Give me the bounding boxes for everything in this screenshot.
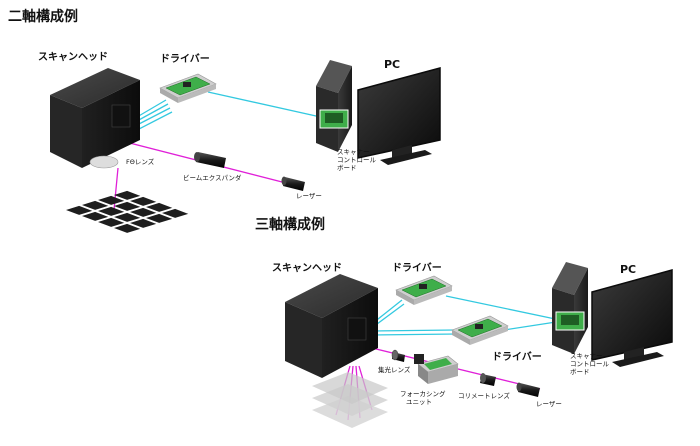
work-grid-tile xyxy=(82,211,109,221)
three-axis-scanner-port-line-3: ボード xyxy=(570,368,590,376)
two-axis-pc-label: PC xyxy=(384,58,400,71)
three-axis-laser-label: レーザー xyxy=(536,400,562,408)
work-grid-tile xyxy=(98,195,125,205)
work-grid-tile xyxy=(114,190,141,200)
work-grid-tile xyxy=(114,201,141,211)
work-grid-tile xyxy=(130,218,157,228)
work-grid-tile xyxy=(162,208,189,218)
two-axis-beam-expander xyxy=(194,152,226,168)
two-axis-scanner-port-line-1: スキャナー xyxy=(337,148,370,156)
three-axis-signal-lines xyxy=(372,295,561,336)
two-axis-pc xyxy=(316,60,441,165)
work-grid-tile xyxy=(98,206,125,216)
three-axis-driver-right-label: ドライバー xyxy=(492,351,542,363)
two-axis-beam-expander-label: ビームエクスパンダ xyxy=(183,173,242,182)
three-axis-focusing-unit-line-1: フォーカシング xyxy=(400,389,446,398)
three-axis-condenser-lens-label: 集光レンズ xyxy=(378,365,411,374)
three-axis-condenser-lens xyxy=(391,349,405,362)
work-grid-tile xyxy=(82,200,109,210)
three-axis-pc-label: PC xyxy=(620,263,636,276)
three-axis-collimator-lens xyxy=(480,373,496,386)
two-axis-scan-head-label: スキャンヘッド xyxy=(38,51,108,63)
work-grid-tile xyxy=(114,212,141,222)
two-axis-signal-lines xyxy=(136,91,326,130)
work-grid-tile xyxy=(130,207,157,217)
work-grid-tile xyxy=(98,217,125,227)
two-axis-section-title: 二軸構成例 xyxy=(8,8,78,25)
three-axis-driver-top xyxy=(395,275,453,305)
two-axis-work-grid xyxy=(66,190,189,233)
work-grid-tile xyxy=(146,202,173,212)
two-axis-f-theta-lens-label: FΘレンズ xyxy=(126,157,155,166)
two-axis-scanner-port-line-3: ボード xyxy=(337,164,357,172)
three-axis-scanner-port-line-2: コントロール xyxy=(570,360,610,368)
three-axis-scanner-port-line-1: スキャナー xyxy=(570,352,603,360)
two-axis-laser xyxy=(281,176,305,191)
three-axis-collimator-lens-label: コリメートレンズ xyxy=(458,391,510,400)
work-grid-tile xyxy=(130,196,157,206)
three-axis-laser xyxy=(516,382,540,397)
three-axis-scan-head xyxy=(285,274,378,378)
three-axis-driver-top-label: ドライバー xyxy=(392,262,442,274)
work-grid-tile xyxy=(66,205,93,215)
two-axis-driver xyxy=(159,73,217,103)
three-axis-pc xyxy=(552,262,673,367)
three-axis-driver-right xyxy=(451,315,509,345)
three-axis-focus-planes xyxy=(312,372,388,428)
work-grid-tile xyxy=(114,223,141,233)
two-axis-scanner-port-line-2: コントロール xyxy=(337,156,377,164)
two-axis-laser-label: レーザー xyxy=(296,192,322,200)
three-axis-focusing-unit-line-2: ユニット xyxy=(406,398,432,406)
three-axis-focusing-unit xyxy=(414,354,459,384)
two-axis-driver-label: ドライバー xyxy=(160,53,210,65)
three-axis-scan-head-label: スキャンヘッド xyxy=(272,262,342,274)
three-axis-section-title: 三軸構成例 xyxy=(255,216,325,233)
work-grid-tile xyxy=(146,213,173,223)
two-axis-scan-head xyxy=(50,68,140,169)
